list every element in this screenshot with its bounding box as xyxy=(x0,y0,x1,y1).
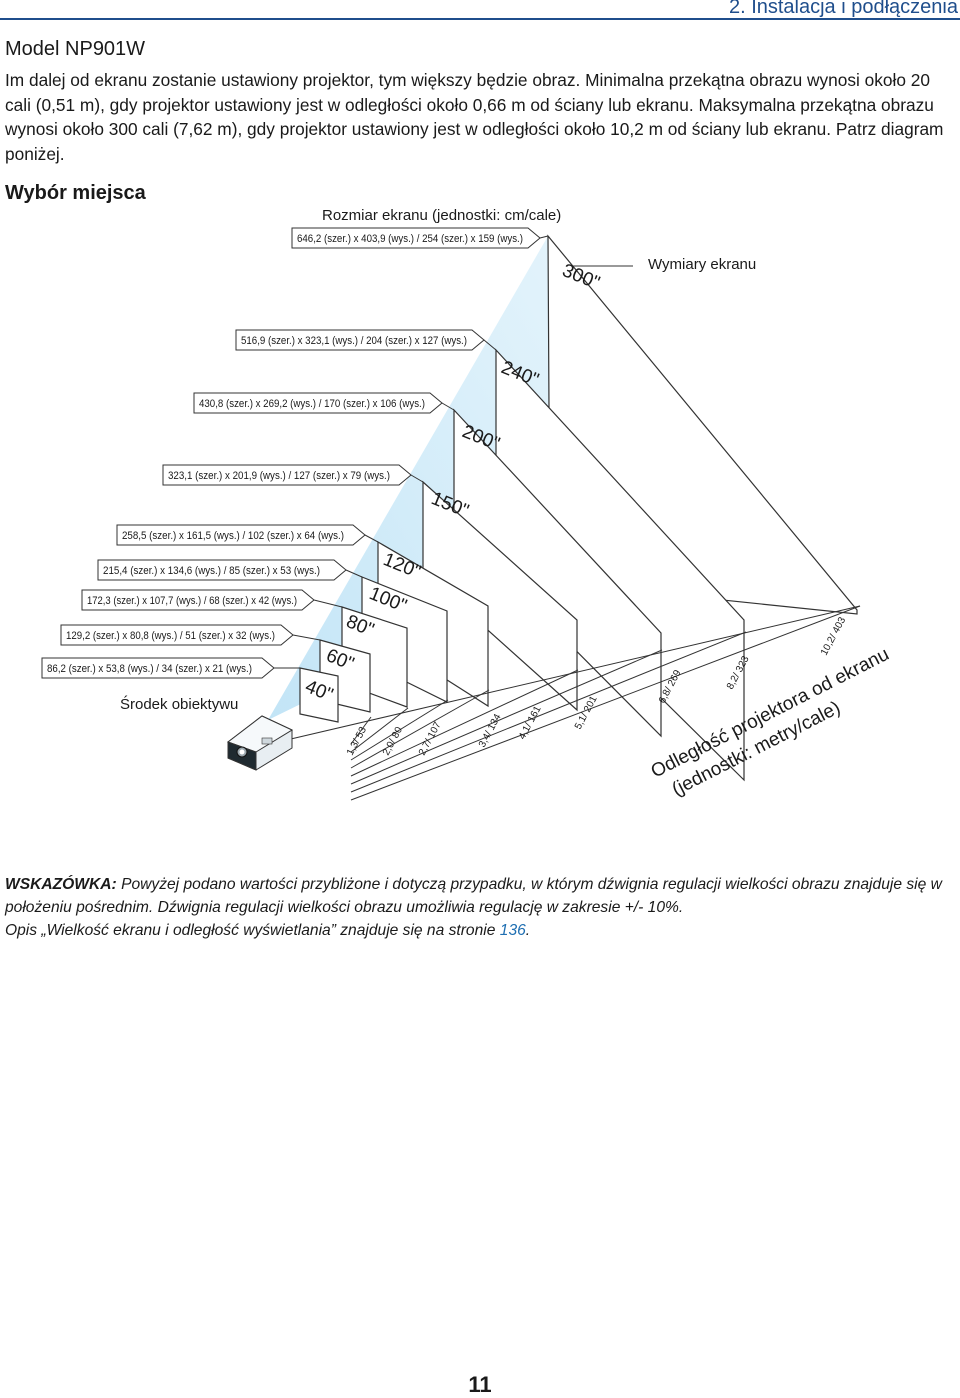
section-title-header: 2. Instalacja i podłączenia xyxy=(728,0,958,18)
size-text-60: 129,2 (szer.) x 80,8 (wys.) / 51 (szer.)… xyxy=(66,630,275,642)
tick-240 xyxy=(350,631,747,793)
leader-200 xyxy=(441,402,455,411)
screen-40 xyxy=(299,667,339,723)
size-text-40: 86,2 (szer.) x 53,8 (wys.) / 34 (szer.) … xyxy=(47,663,252,675)
page-number: 11 xyxy=(468,1372,492,1397)
model-heading: Model NP901W xyxy=(5,38,146,60)
leader-150 xyxy=(410,474,424,483)
distance-axis xyxy=(277,605,861,801)
hint-line2: Opis „Wielkość ekranu i odległość wyświe… xyxy=(5,922,496,939)
page-reference-link[interactable]: 136 xyxy=(499,922,526,939)
size-label-box-120 xyxy=(116,524,366,546)
leader-100 xyxy=(345,569,363,578)
lens-label: Środek obiektywu xyxy=(120,695,238,713)
tick-150 xyxy=(350,669,579,777)
leader-120 xyxy=(364,534,379,543)
section-heading: Wybór miejsca xyxy=(5,182,146,204)
leader-80 xyxy=(313,599,343,608)
size-title: Rozmiar ekranu (jednostki: cm/cale) xyxy=(322,207,561,224)
screen-150 xyxy=(422,480,578,712)
size-label-box-150 xyxy=(162,464,412,486)
size-text-200: 430,8 (szer.) x 269,2 (wys.) / 170 (szer… xyxy=(199,398,425,410)
projector-icon xyxy=(226,715,294,771)
screen-200 xyxy=(453,408,662,738)
size-text-150: 323,1 (szer.) x 201,9 (wys.) / 127 (szer… xyxy=(168,470,390,482)
hint-text: Powyżej podano wartości przybliżone i do… xyxy=(5,876,942,916)
hint-label: WSKAZÓWKA: xyxy=(5,876,117,893)
tick-80 xyxy=(350,707,409,753)
leader-300 xyxy=(539,235,549,239)
tick-200 xyxy=(350,649,663,785)
size-label-box-300 xyxy=(291,227,541,249)
size-label-box-240 xyxy=(235,329,485,351)
screen-dims-label: Wymiary ekranu xyxy=(648,256,756,273)
dist-label-403: 10,2/ 403 xyxy=(819,615,848,657)
size-label-box-200 xyxy=(193,392,443,414)
header-rule xyxy=(0,18,960,20)
size-text-100: 215,4 (szer.) x 134,6 (wys.) / 85 (szer.… xyxy=(103,565,320,577)
size-text-120: 258,5 (szer.) x 161,5 (wys.) / 102 (szer… xyxy=(122,530,344,542)
tick-300 xyxy=(350,605,861,801)
size-text-240: 516,9 (szer.) x 323,1 (wys.) / 204 (szer… xyxy=(241,335,467,347)
screens-group xyxy=(299,234,858,782)
size-text-80: 172,3 (szer.) x 107,7 (wys.) / 68 (szer.… xyxy=(87,595,297,607)
hint-line2-end: . xyxy=(525,922,531,939)
size-label-box-40 xyxy=(41,657,275,679)
leader-60 xyxy=(292,634,321,641)
size-labels xyxy=(41,227,549,679)
tick-120 xyxy=(350,689,490,769)
size-label-box-80 xyxy=(81,589,315,611)
throw-distance-diagram: Rozmiar ekranu (jednostki: cm/cale) Wymi… xyxy=(41,207,893,801)
size-text-300: 646,2 (szer.) x 403,9 (wys.) / 254 (szer… xyxy=(297,233,523,245)
tick-100 xyxy=(350,699,449,761)
tick-60 xyxy=(350,716,372,745)
hint-block: WSKAZÓWKA: Powyżej podano wartości przyb… xyxy=(5,873,957,942)
intro-paragraph: Im dalej od ekranu zostanie ustawiony pr… xyxy=(5,70,944,164)
dist-label-107: 2,7/ 107 xyxy=(417,720,444,757)
page-header: 2. Instalacja i podłączenia xyxy=(0,0,960,24)
size-label-box-60 xyxy=(60,624,294,646)
size-label-box-100 xyxy=(97,559,347,581)
leader-240 xyxy=(483,339,497,351)
